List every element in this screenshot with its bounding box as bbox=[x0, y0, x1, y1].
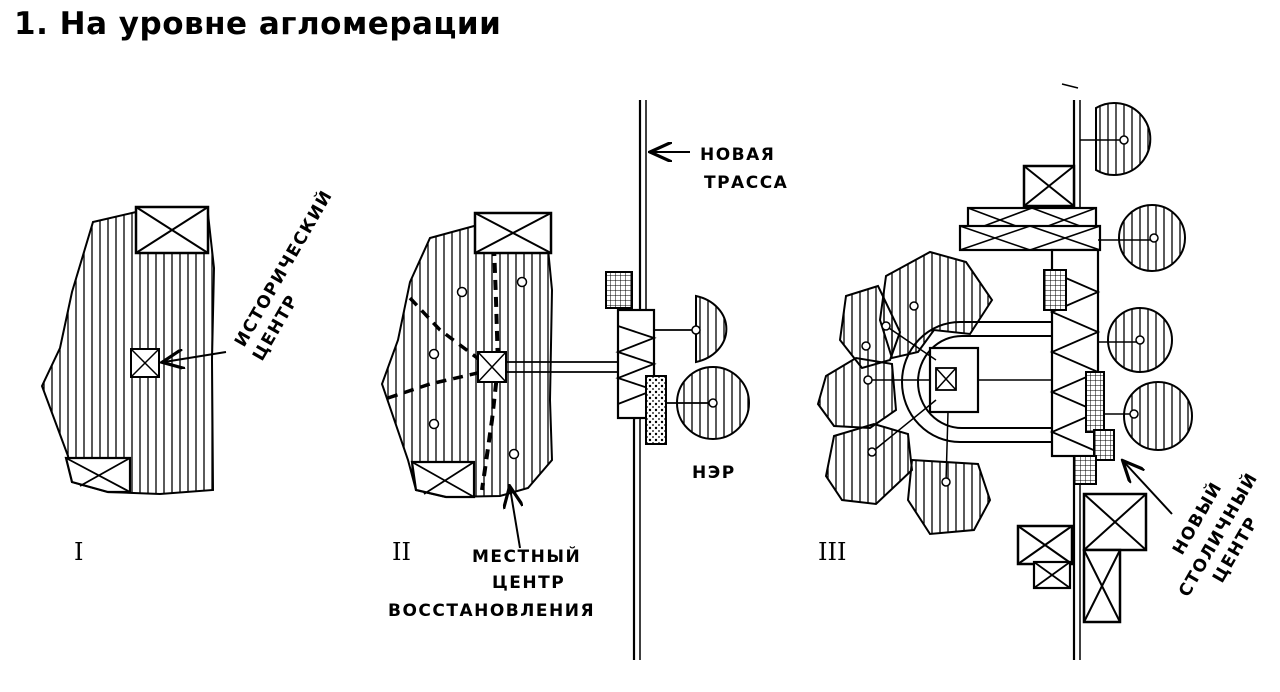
historic-center-arrow bbox=[164, 352, 227, 362]
historic-city-area bbox=[40, 210, 216, 496]
crossed-block-bottom bbox=[64, 456, 132, 494]
crossed-block-bottom-2 bbox=[410, 460, 476, 499]
crossed-block-3f bbox=[1082, 492, 1148, 552]
satellite-3 bbox=[1098, 307, 1173, 373]
panel-2: НОВАЯ ТРАССА НЭР МЕСТНЫЙ ЦЕНТР ВОССТАНОВ… bbox=[380, 100, 788, 660]
grid-block-3b bbox=[1085, 371, 1105, 433]
historic-center-block bbox=[130, 348, 160, 378]
satellite-circles bbox=[1080, 102, 1193, 451]
ner-satellite-circle bbox=[666, 366, 750, 440]
label-local-center-3: ВОССТАНОВЛЕНИЯ bbox=[388, 601, 595, 621]
satellite-2 bbox=[1098, 204, 1186, 272]
label-new-route-2: ТРАССА bbox=[704, 173, 788, 193]
local-center-arrow bbox=[510, 488, 520, 549]
numeral-2: II bbox=[392, 538, 411, 566]
panel-3: НОВЫЙ СТОЛИЧНЫЙ ЦЕНТР III bbox=[816, 83, 1263, 660]
label-local-center-2: ЦЕНТР bbox=[492, 573, 565, 593]
capital-center-arrow bbox=[1124, 462, 1173, 515]
connector-road bbox=[506, 361, 624, 373]
dotted-block-2 bbox=[645, 375, 667, 445]
route-mark bbox=[1061, 83, 1079, 89]
local-center-block bbox=[477, 351, 507, 383]
crossed-block-top bbox=[134, 205, 210, 255]
ner-satellite-half bbox=[654, 294, 728, 364]
local-nodes bbox=[428, 276, 528, 460]
crossed-block-3d bbox=[1016, 524, 1074, 566]
label-local-center-1: МЕСТНЫЙ bbox=[472, 545, 581, 567]
grid-block-3d bbox=[1073, 455, 1097, 485]
crossed-block-3c bbox=[958, 224, 1102, 252]
grid-block-3a bbox=[1043, 269, 1067, 311]
crossed-block-3a bbox=[1022, 164, 1076, 208]
label-ner: НЭР bbox=[692, 463, 736, 483]
label-new-route-1: НОВАЯ bbox=[700, 145, 775, 165]
crossed-block-top-2 bbox=[473, 211, 553, 255]
satellite-1 bbox=[1080, 102, 1152, 176]
numeral-3: III bbox=[818, 538, 846, 566]
crossed-block-3g bbox=[1082, 548, 1122, 624]
grid-block-3c bbox=[1093, 429, 1115, 461]
radial-city bbox=[816, 250, 1052, 536]
page-title: 1. На уровне агломерации bbox=[14, 6, 502, 42]
crossed-block-3e bbox=[1032, 560, 1072, 590]
grid-block-2 bbox=[605, 271, 633, 309]
panel-1: ИСТОРИЧЕСКИЙ ЦЕНТР I bbox=[40, 186, 337, 566]
satellite-4 bbox=[1104, 381, 1193, 451]
numeral-1: I bbox=[74, 538, 83, 566]
dashed-road-2 bbox=[408, 296, 490, 368]
